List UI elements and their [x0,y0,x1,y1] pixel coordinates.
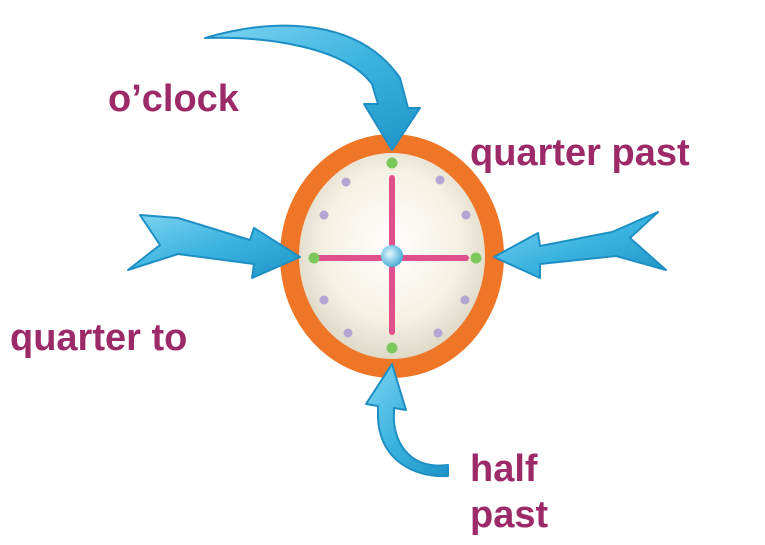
clock-center [381,245,403,267]
marker-2 [462,211,471,220]
arrow-bottom-icon [366,364,448,476]
label-quarter-past: quarter past [470,130,690,176]
label-half-past: half past [470,446,548,539]
marker-11 [342,178,351,187]
label-oclock: o’clock [108,76,239,122]
label-quarter-to: quarter to [10,315,187,361]
marker-3 [471,253,482,264]
marker-4 [461,296,470,305]
marker-6 [387,343,398,354]
arrow-left-icon [128,215,300,278]
marker-9 [309,253,320,264]
marker-1 [436,176,445,185]
arrow-right-icon [494,212,666,278]
label-half-past-line2: past [470,492,548,538]
marker-7 [344,329,353,338]
marker-5 [434,329,443,338]
marker-12 [387,158,398,169]
label-half-past-line1: half [470,446,548,492]
marker-8 [320,296,329,305]
marker-10 [320,211,329,220]
